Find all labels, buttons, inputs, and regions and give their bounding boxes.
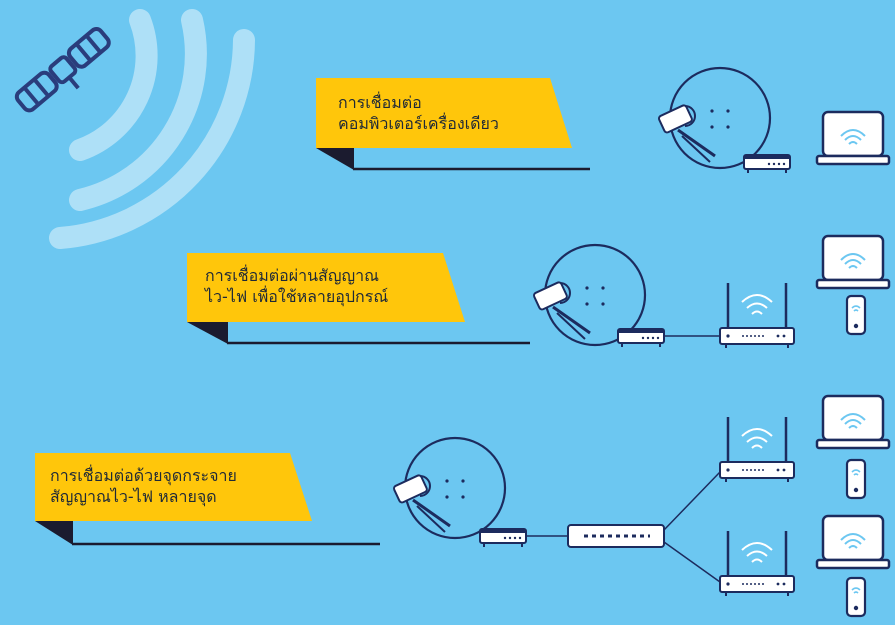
connection-line <box>664 472 720 530</box>
wifi-router-icon <box>720 531 794 596</box>
section-3-label: การเชื่อมต่อด้วยจุดกระจาย สัญญาณไว-ไฟ หล… <box>50 465 237 507</box>
laptop-icon <box>817 236 889 288</box>
laptop-icon <box>817 396 889 448</box>
laptop-icon <box>817 112 889 164</box>
section-1-label: การเชื่อมต่อ คอมพิวเตอร์เครื่องเดียว <box>338 92 499 134</box>
section-3-line-1: การเชื่อมต่อด้วยจุดกระจาย <box>50 465 237 486</box>
section-2-line-1: การเชื่อมต่อผ่านสัญญาณ <box>205 265 388 286</box>
phone-icon <box>847 296 865 334</box>
section-1-line-1: การเชื่อมต่อ <box>338 92 499 113</box>
modem-icon <box>480 529 526 547</box>
satellite-icon <box>14 27 119 123</box>
section-3-line-2: สัญญาณไว-ไฟ หลายจุด <box>50 486 237 507</box>
modem-icon <box>744 155 790 173</box>
section-2-line-2: ไว-ไฟ เพื่อใช้หลายอุปกรณ์ <box>205 286 388 307</box>
laptop-icon <box>817 516 889 568</box>
modem-icon <box>618 329 664 347</box>
connection-line <box>664 542 720 582</box>
satellite-dish-icon <box>658 68 770 168</box>
wifi-router-icon <box>720 283 794 348</box>
phone-icon <box>847 460 865 498</box>
section-1-line-2: คอมพิวเตอร์เครื่องเดียว <box>338 113 499 134</box>
phone-icon <box>847 578 865 616</box>
network-switch-icon <box>568 525 664 547</box>
satellite-dish-icon <box>393 438 505 538</box>
section-2-label: การเชื่อมต่อผ่านสัญญาณ ไว-ไฟ เพื่อใช้หลา… <box>205 265 388 307</box>
wifi-router-icon <box>720 417 794 482</box>
